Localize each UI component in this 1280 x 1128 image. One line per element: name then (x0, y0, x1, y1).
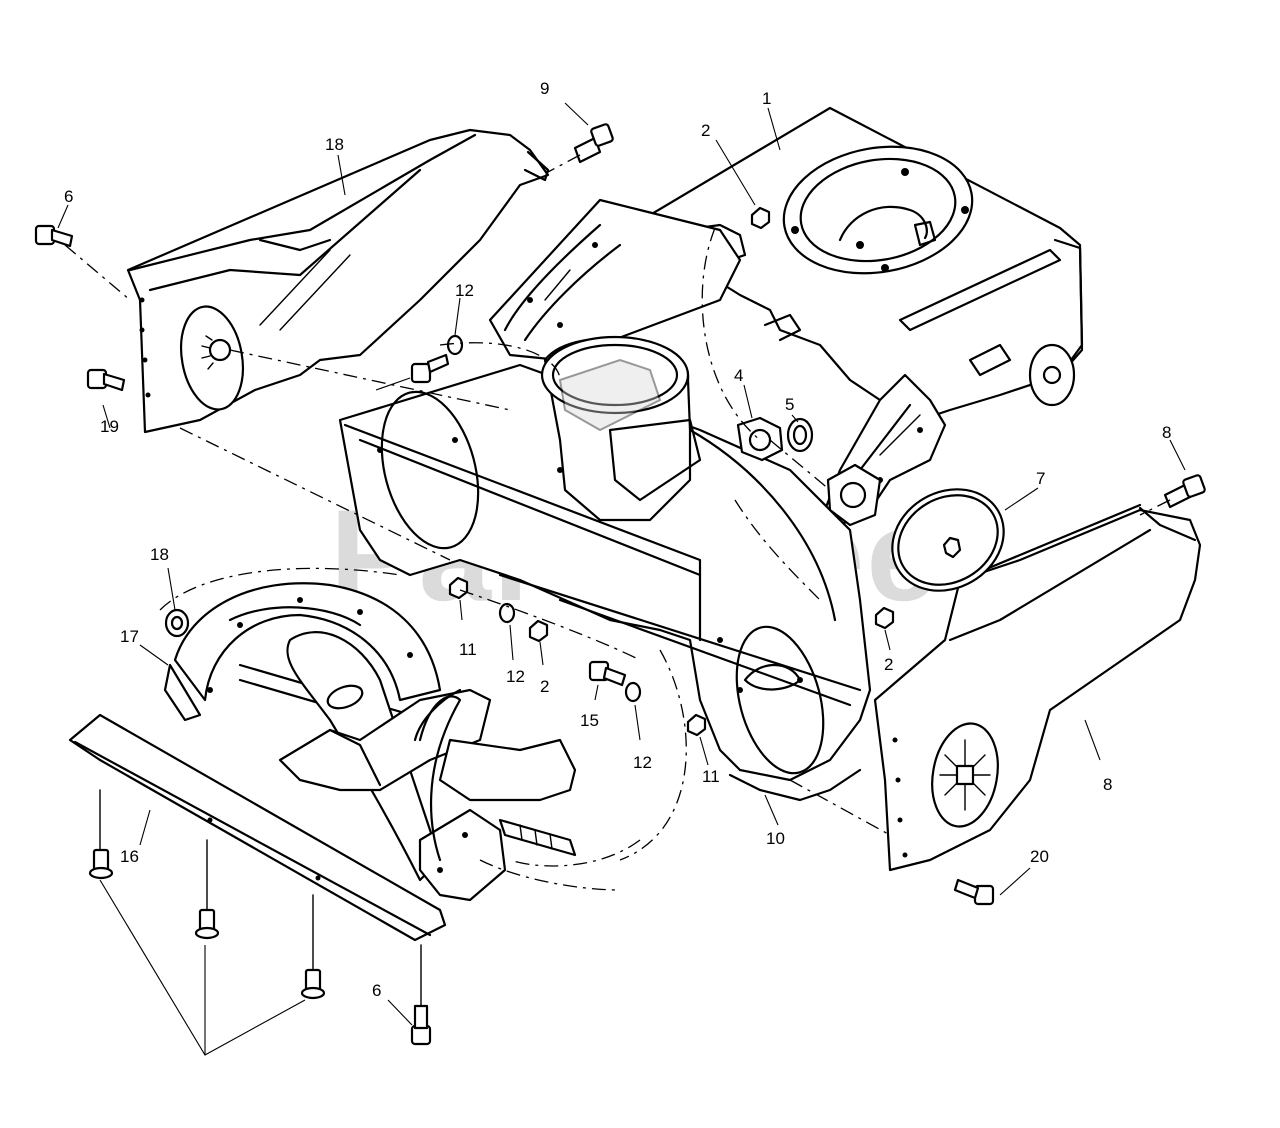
callout-17: 18 (325, 135, 344, 154)
callout-2-top: 2 (701, 121, 710, 140)
leader-lines (57, 102, 1186, 1056)
part-2-nut-top[interactable] (750, 206, 771, 230)
discharge-chute[interactable] (540, 335, 702, 522)
callout-12-mid: 12 (506, 667, 525, 686)
callout-9: 8 (1103, 775, 1112, 794)
belt (418, 695, 462, 862)
callout-4: 4 (734, 366, 743, 385)
callout-1: 1 (762, 89, 771, 108)
part-2-nut-mid[interactable] (528, 619, 549, 643)
part-6-bolt-bottom[interactable] (410, 1004, 432, 1046)
part-8-bolt-right[interactable] (1163, 474, 1206, 509)
callout-14: 16 (120, 847, 139, 866)
part-1-upper-housing[interactable] (606, 106, 1084, 427)
callout-10: 10 (766, 829, 785, 848)
part-6-bolt-top-left[interactable] (34, 224, 74, 248)
bearing-housing-right[interactable] (826, 463, 882, 527)
callout-5: 5 (785, 395, 794, 414)
part-12-washer-low[interactable] (624, 681, 642, 703)
callout-13: 15 (580, 711, 599, 730)
part-2-nut-right[interactable] (874, 606, 895, 630)
part-14-scraper-bar[interactable] (68, 713, 447, 942)
part-1-left-bracket[interactable] (488, 198, 742, 362)
callout-12-low: 12 (633, 753, 652, 772)
hardware-guide-lines (99, 789, 422, 1007)
part-18-bolt-right[interactable] (953, 878, 995, 906)
part-7-pulley[interactable] (874, 469, 1022, 610)
callout-8-right: 8 (1162, 423, 1171, 442)
part-12-washer-top[interactable] (446, 334, 464, 356)
callout-11-lower: 11 (702, 767, 720, 786)
part-9-right-side-panel[interactable] (873, 503, 1202, 872)
part-18-bolt-left[interactable] (86, 368, 126, 392)
part-16-washer[interactable] (164, 608, 190, 638)
callout-12-top: 12 (455, 281, 474, 300)
callout-11-upper: 11 (459, 640, 477, 659)
part-15-auger-assembly[interactable] (163, 582, 577, 902)
part-13-bolt[interactable] (588, 660, 627, 687)
callout-2-mid: 2 (540, 677, 549, 696)
callout-labels: 1 2 9 18 6 12 19 4 5 7 8 18 17 11 12 2 1… (64, 79, 1171, 1000)
part-5-bearing[interactable] (786, 417, 814, 453)
callout-15: 17 (120, 627, 139, 646)
part-12-washer-mid[interactable] (498, 602, 516, 624)
callout-16: 18 (150, 545, 169, 564)
part-10-auger-housing[interactable] (338, 363, 872, 802)
part-8-bolt-top[interactable] (573, 123, 614, 164)
part-19-bolt[interactable] (410, 353, 450, 384)
callout-6-bottom: 6 (372, 981, 381, 1000)
callout-6-top: 6 (64, 187, 73, 206)
callout-2-right: 2 (884, 655, 893, 674)
callout-18-left: 19 (100, 417, 119, 436)
callout-18-right: 20 (1030, 847, 1049, 866)
callout-7: 7 (1036, 469, 1045, 488)
part-20-carriage-bolts[interactable] (88, 848, 326, 1000)
callout-8-top: 9 (540, 79, 549, 98)
assembly-lines (64, 154, 1171, 891)
part-11-nut-lower[interactable] (686, 713, 707, 737)
